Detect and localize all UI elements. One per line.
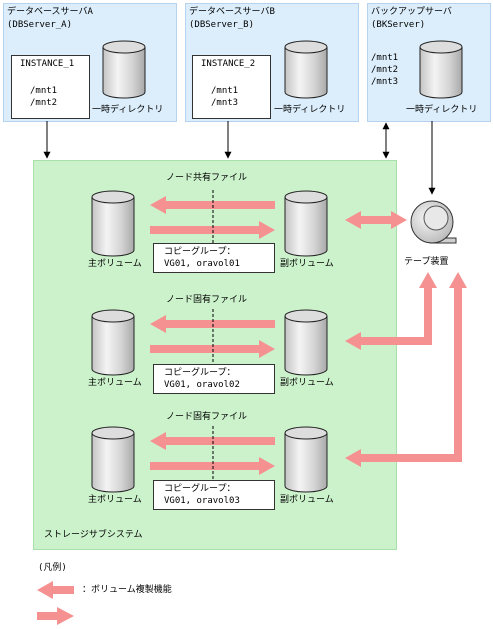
copy-group-box-1 [153,243,275,273]
legend-title: (凡例) [38,563,67,573]
server-a-mounts: /mnt1 /mnt2 [30,86,58,108]
group-1-secondary-label: 副ボリューム [280,259,334,269]
group-3-copy-group: コピーグループ： VG01, oravol03 [164,484,240,506]
group-2-title: ノード固有ファイル [166,295,248,305]
tempdir-cylinder-b [284,40,328,99]
group-3-secondary-label: 副ボリューム [280,495,334,505]
legend-arrow-left [37,581,74,599]
server-backup-tempdir: 一時ディレクトリ [406,105,478,115]
legend-arrow-right [37,607,74,625]
server-b-subtitle: (DBServer_B) [189,20,255,30]
group-2-secondary-label: 副ボリューム [280,378,334,388]
server-a-subtitle: (DBServer_A) [7,20,73,30]
group-1-copy-group: コピーグループ： VG01, oravol01 [164,247,240,269]
tape-arrow-3 [345,272,467,467]
primary-volume-cylinder-2 [91,309,135,376]
tempdir-cylinder-a [102,40,146,99]
tape-arrow-1 [345,211,407,229]
group-1-primary-label: 主ボリューム [88,259,142,269]
server-b-mounts: /mnt1 /mnt3 [211,86,239,108]
instance-2-label: INSTANCE_2 [201,59,256,69]
server-b-tempdir: 一時ディレクトリ [274,105,346,115]
server-a-title: データベースサーバA [7,7,93,17]
tape-arrow-2 [345,272,437,350]
server-backup-title: バックアップサーバ [371,7,452,17]
instance-box-1 [11,55,90,119]
group-2-primary-label: 主ボリューム [88,378,142,388]
connector-arrows [43,121,436,195]
tape-device-icon [410,200,457,244]
server-backup-mounts: /mnt1 /mnt2 /mnt3 [371,53,399,87]
legend-item-label: ：ボリューム複製機能 [82,585,172,595]
tape-label: テープ装置 [404,257,449,267]
server-backup-subtitle: (BKServer) [371,20,426,30]
group-3-primary-label: 主ボリューム [88,495,142,505]
copy-group-box-3 [153,480,275,510]
secondary-volume-cylinder-3 [284,426,328,493]
server-a-tempdir: 一時ディレクトリ [92,105,164,115]
instance-box-2 [192,55,271,119]
storage-label: ストレージサブシステム [44,530,143,540]
group-3-title: ノード固有ファイル [166,412,248,422]
copy-group-box-2 [153,364,275,394]
secondary-volume-cylinder-1 [284,190,328,257]
tempdir-cylinder-backup [419,40,463,99]
group-1-title: ノード共有ファイル [166,173,248,183]
server-b-title: データベースサーバB [189,7,275,17]
primary-volume-cylinder-3 [91,426,135,493]
group-2-copy-group: コピーグループ： VG01, oravol02 [164,368,240,390]
primary-volume-cylinder-1 [91,190,135,257]
instance-1-label: INSTANCE_1 [20,59,75,69]
secondary-volume-cylinder-2 [284,309,328,376]
